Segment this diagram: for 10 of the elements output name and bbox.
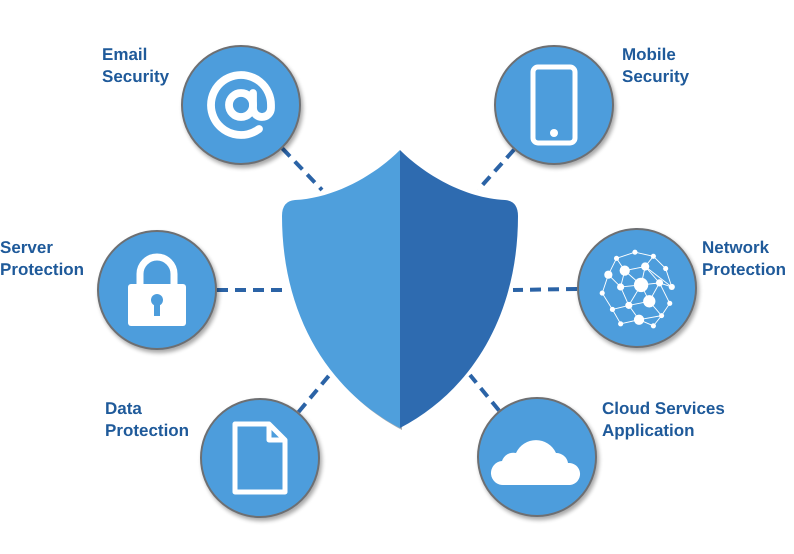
dashed-connector	[468, 374, 501, 412]
node-label: Network Protection	[702, 237, 788, 281]
node-label: Cloud Services Application	[602, 398, 726, 442]
node-label: Mobile Security	[622, 44, 690, 88]
node-label: Server Protection	[0, 237, 86, 281]
dashed-connector	[476, 148, 516, 192]
node-label: Data Protection	[105, 398, 190, 442]
dashed-connector	[512, 286, 578, 292]
dashed-connector	[280, 147, 324, 192]
node-label: Email Security	[102, 44, 170, 88]
